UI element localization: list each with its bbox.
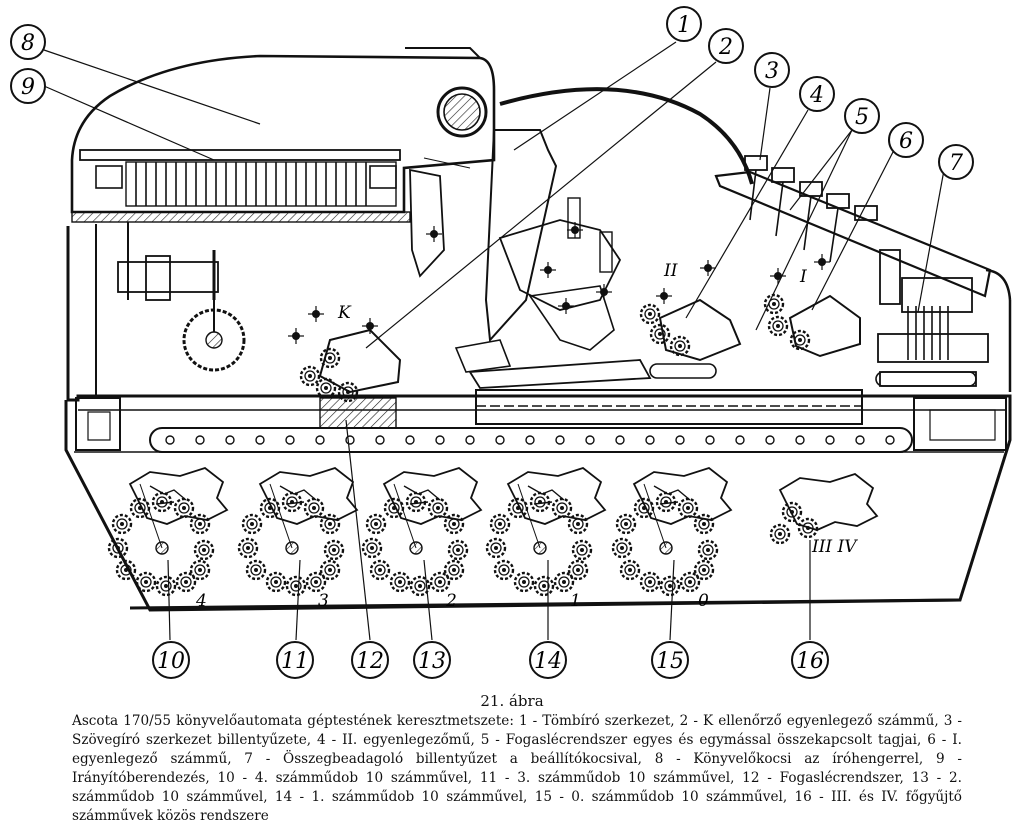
- svg-text:12: 12: [356, 649, 384, 674]
- svg-text:3: 3: [765, 59, 779, 84]
- svg-text:5: 5: [855, 105, 869, 130]
- callout-2: 2: [708, 28, 744, 64]
- register-drum-main-totals: [769, 472, 879, 545]
- svg-text:14: 14: [534, 649, 562, 674]
- text-keyboard: [714, 155, 992, 298]
- svg-text:4: 4: [809, 83, 824, 108]
- label-roman-three-four: III IV: [811, 537, 858, 557]
- label-roman-one: I: [799, 267, 807, 287]
- callout-7: 7: [938, 144, 974, 180]
- svg-text:16: 16: [796, 649, 824, 674]
- label-k: K: [337, 303, 352, 323]
- callout-10: 10: [152, 641, 190, 679]
- svg-text:13: 13: [418, 649, 446, 674]
- cross-section-diagram: 1 2 3 4 5 6 7 8 9 10 11 12: [10, 6, 1012, 679]
- svg-text:10: 10: [157, 649, 185, 674]
- register-one: [763, 253, 861, 358]
- callout-4: 4: [799, 76, 835, 112]
- callout-3: 3: [754, 52, 790, 88]
- guide-mechanism: [71, 149, 411, 223]
- drive-shaft-assembly: [95, 222, 246, 396]
- callout-15: 15: [651, 641, 689, 679]
- label-drum-2: 2: [445, 591, 457, 611]
- register-drum-3: [239, 468, 357, 595]
- central-lever-assembly: [409, 87, 754, 389]
- leader-lines: [43, 41, 945, 641]
- callout-8: 8: [10, 24, 46, 60]
- accounting-carriage: [70, 47, 496, 214]
- svg-text:15: 15: [656, 649, 684, 674]
- callout-13: 13: [413, 641, 451, 679]
- label-roman-two: II: [663, 261, 678, 281]
- svg-text:8: 8: [21, 31, 35, 56]
- svg-text:6: 6: [899, 129, 913, 154]
- callout-14: 14: [529, 641, 567, 679]
- svg-text:1: 1: [677, 13, 691, 38]
- label-drum-0: 0: [698, 591, 709, 611]
- register-k: [287, 305, 402, 403]
- register-two: [639, 259, 742, 362]
- callout-11: 11: [276, 641, 314, 679]
- figure-number: 21. ábra: [480, 692, 544, 710]
- callout-9: 9: [10, 68, 46, 104]
- callout-16: 16: [791, 641, 829, 679]
- callout-12: 12: [351, 641, 389, 679]
- label-drum-3: 3: [318, 591, 329, 611]
- svg-text:11: 11: [281, 649, 309, 674]
- label-drum-4: 4: [195, 591, 207, 611]
- svg-text:9: 9: [21, 75, 35, 100]
- label-drum-1: 1: [570, 591, 581, 611]
- svg-text:7: 7: [949, 151, 963, 176]
- rack-bar-system: [149, 363, 977, 453]
- svg-text:2: 2: [718, 35, 733, 60]
- callout-1: 1: [666, 6, 702, 42]
- register-drum-1: [487, 468, 605, 595]
- register-drum-2: [363, 468, 481, 595]
- callout-6: 6: [888, 122, 924, 158]
- amount-keyboard: [877, 249, 989, 387]
- figure-caption: Ascota 170/55 könyvelőautomata géptestén…: [72, 713, 962, 824]
- register-drum-0: [613, 468, 731, 595]
- callout-5: 5: [844, 98, 880, 134]
